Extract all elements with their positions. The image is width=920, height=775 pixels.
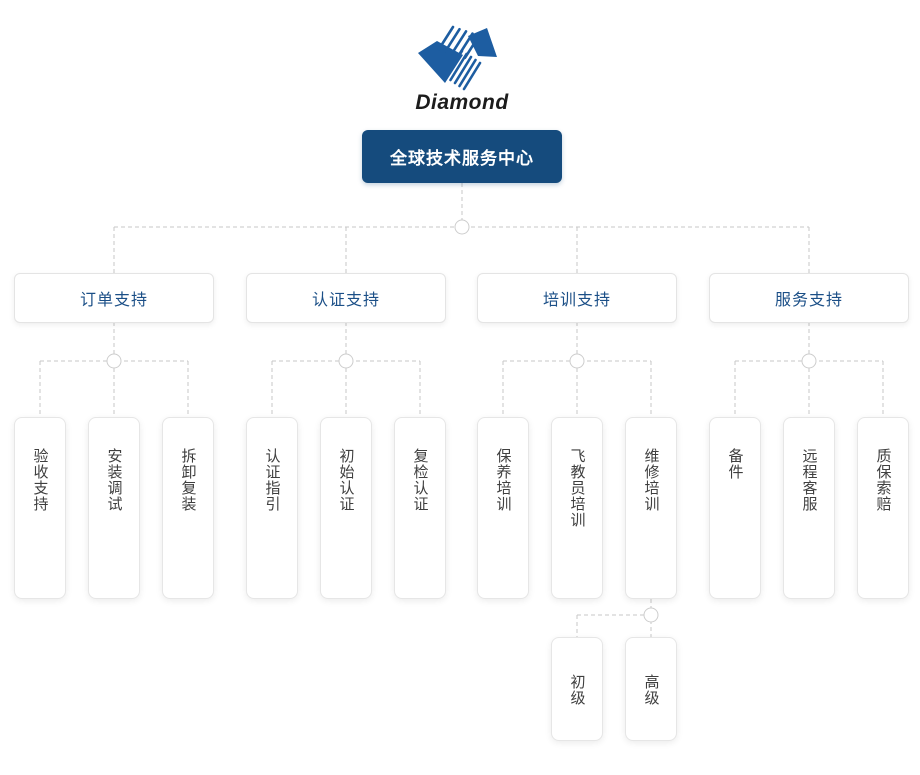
leaf-label: 初始认证 — [337, 448, 355, 512]
sub-leaf-node: 初级 — [551, 637, 603, 741]
leaf-label: 拆卸复装 — [179, 448, 197, 512]
leaf-label: 质保索赔 — [874, 448, 892, 512]
leaf-label: 验收支持 — [31, 448, 49, 512]
leaf-label: 保养培训 — [494, 448, 512, 512]
root-node: 全球技术服务中心 — [362, 130, 562, 183]
leaf-node: 质保索赔 — [857, 417, 909, 599]
sub-leaf-label: 高级 — [642, 674, 660, 706]
diamond-logo-icon — [418, 25, 497, 91]
diamond-wordmark: Diamond — [415, 91, 509, 114]
leaf-label: 认证指引 — [263, 448, 281, 512]
branch-node-order: 订单支持 — [14, 273, 214, 323]
level-2-connectors — [39, 322, 884, 417]
branch-label: 订单支持 — [79, 292, 148, 309]
leaf-label: 飞教员培训 — [568, 448, 586, 528]
leaf-node: 安装调试 — [88, 417, 140, 599]
branch-node-training: 培训支持 — [477, 273, 677, 323]
sub-leaf-node: 高级 — [625, 637, 677, 741]
branch-node-certification: 认证支持 — [246, 273, 446, 323]
branch-label: 认证支持 — [311, 292, 380, 309]
level-1-connectors — [113, 183, 810, 273]
leaf-node: 拆卸复装 — [162, 417, 214, 599]
leaf-node: 远程客服 — [783, 417, 835, 599]
leaf-node: 复检认证 — [394, 417, 446, 599]
leaf-label: 备件 — [726, 448, 744, 480]
sub-leaf-label: 初级 — [568, 674, 586, 706]
leaf-label: 安装调试 — [105, 448, 123, 512]
level-3-connectors — [576, 599, 652, 637]
branch-label: 培训支持 — [542, 292, 611, 309]
leaf-label: 复检认证 — [411, 448, 429, 512]
leaf-node: 备件 — [709, 417, 761, 599]
leaf-node: 初始认证 — [320, 417, 372, 599]
leaf-label: 维修培训 — [642, 448, 660, 512]
branch-label: 服务支持 — [774, 292, 843, 309]
leaf-node: 验收支持 — [14, 417, 66, 599]
leaf-label: 远程客服 — [800, 448, 818, 512]
leaf-node: 保养培训 — [477, 417, 529, 599]
leaf-node: 飞教员培训 — [551, 417, 603, 599]
leaf-node: 认证指引 — [246, 417, 298, 599]
root-label: 全球技术服务中心 — [390, 149, 534, 168]
branch-node-service: 服务支持 — [709, 273, 909, 323]
leaf-node: 维修培训 — [625, 417, 677, 599]
